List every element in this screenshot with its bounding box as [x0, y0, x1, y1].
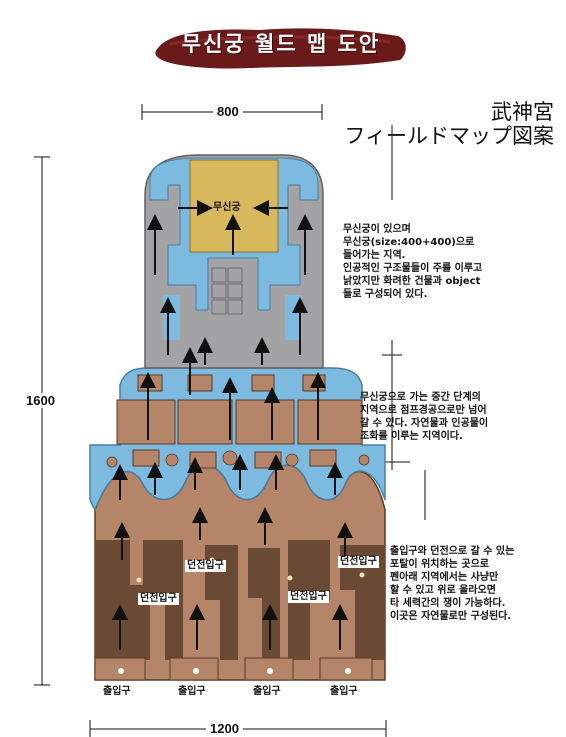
jp-title-line2: フィールドマップ図案 [344, 124, 554, 148]
entrance-label: 출입구 [103, 686, 131, 697]
title-text: 무신궁 월드 맵 도안 [181, 32, 381, 56]
palace-description: 무신궁이 있으며 무신궁(size:400+400)으로 들어가는 지역. 인공… [343, 224, 483, 300]
title-banner: 무신궁 월드 맵 도안 [150, 14, 412, 78]
dungeon-entrance-label: 던전입구 [338, 556, 379, 568]
middle-description: 무신궁으로 가는 중간 단계의 지역으로 점프경공으로만 넘어 갈 수 있다. … [360, 392, 489, 442]
top-width-label: 800 [213, 104, 243, 119]
dungeon-entrance-label: 던전입구 [288, 591, 329, 603]
dungeon-entrance-label: 던전입구 [185, 560, 226, 572]
dungeon-entrance-label: 던전입구 [138, 593, 179, 605]
jp-title-line1: 武神宮 [491, 100, 554, 124]
movement-arrows [112, 200, 353, 650]
middle-region [89, 367, 386, 512]
bottom-description: 출입구와 던전으로 갈 수 있는 포탈이 위치하는 곳으로 펜아래 지역에서는 … [390, 546, 515, 622]
entrance-label: 출입구 [253, 686, 281, 697]
entrance-label: 출입구 [330, 686, 358, 697]
entrance-label: 출입구 [178, 686, 206, 697]
brush-stroke [155, 28, 406, 69]
palace-center-label: 무신궁 [213, 202, 241, 213]
jp-title: 武神宮 フィールドマップ図案 [344, 100, 554, 148]
bottom-width-label: 1200 [206, 721, 243, 736]
palace-region [144, 154, 324, 369]
height-label: 1600 [22, 393, 59, 408]
bottom-region [94, 464, 386, 681]
